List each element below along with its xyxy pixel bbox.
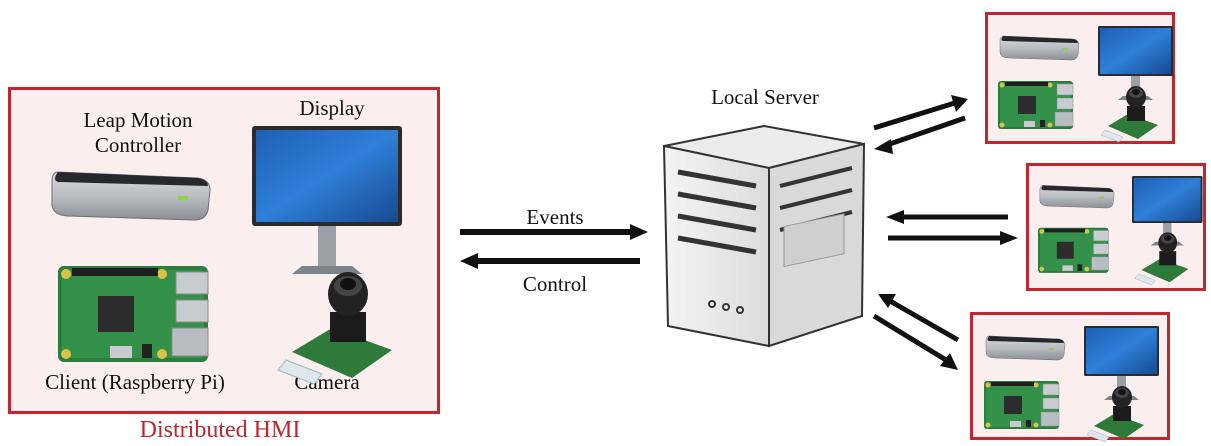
client-label: Client (Raspberry Pi): [45, 370, 225, 394]
camera-icon: [277, 271, 393, 385]
display-label: Display: [299, 96, 365, 120]
leap-motion-icon: [51, 171, 211, 221]
leap-label-line1: Leap Motion: [83, 108, 193, 132]
control-label: Control: [522, 272, 588, 296]
display-icon: [252, 126, 402, 274]
raspberry-pi-icon: [57, 265, 209, 363]
remote-hmi-3-devices: [983, 326, 1159, 443]
remote-arrows-2: [886, 210, 1018, 245]
leap-label-line2: Controller: [94, 133, 182, 157]
remote-arrows-3: [872, 294, 960, 370]
remote-hmi-1-devices: [997, 26, 1173, 143]
control-arrow: [460, 253, 640, 269]
distributed-hmi-title: Distributed HMI: [139, 417, 301, 443]
remote-hmi-2-devices: [1037, 176, 1203, 286]
events-label: Events: [526, 205, 584, 229]
remote-arrows-1: [873, 95, 968, 154]
leap-motion-label: Leap Motion Controller: [58, 108, 218, 158]
events-arrow: [460, 224, 648, 240]
server-icon: [663, 125, 865, 347]
local-server-label: Local Server: [711, 85, 819, 109]
